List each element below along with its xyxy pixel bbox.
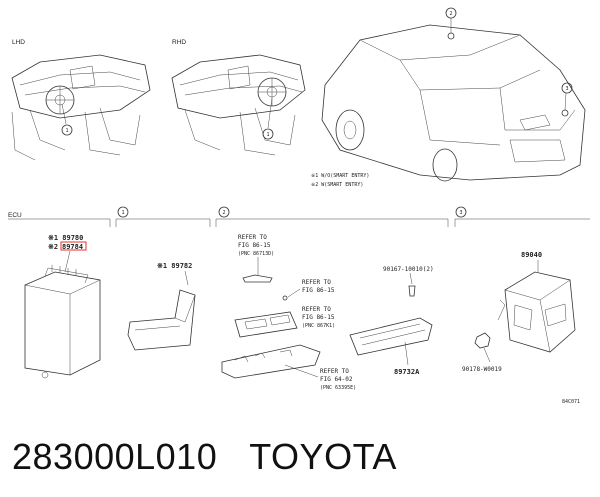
section-2-parts: REFER TO FIG 86-15 (PNC 86713D) REFER TO…: [221, 234, 434, 391]
bracket-drawing: [127, 289, 196, 351]
svg-text:REFER TO: REFER TO: [320, 368, 349, 375]
part-89784: 89784: [62, 243, 83, 251]
svg-text:(PNC 63395E): (PNC 63395E): [320, 385, 356, 391]
callout-1-rhd: 1: [267, 132, 270, 138]
callout-1-lhd: 1: [66, 128, 69, 134]
vehicle-rear-view: 2 3 ※1 W/O(SMART ENTRY) ※2 W(SMART ENTRY…: [311, 7, 586, 188]
svg-text:REFER TO: REFER TO: [238, 234, 267, 241]
callout-2: 2: [450, 11, 453, 17]
part-89732A: 89732A: [394, 368, 420, 376]
footer-brand: TOYOTA: [249, 436, 397, 477]
switch-drawing: [242, 274, 273, 283]
svg-text:FIG 64-02: FIG 64-02: [320, 376, 353, 383]
svg-text:FIG 86-15: FIG 86-15: [302, 314, 335, 321]
antenna-bar-drawing: [349, 317, 433, 356]
callout-3: 3: [566, 86, 569, 92]
legend-line-1: ※1 W/O(SMART ENTRY): [311, 173, 369, 179]
lock-actuator-drawing: [504, 271, 576, 353]
section-3-parts: 89040 90178-W0019: [462, 251, 576, 373]
footer-part-number: 283000L010: [12, 436, 218, 477]
section-3: 3: [460, 210, 463, 216]
svg-text:(PNC 867K1): (PNC 867K1): [302, 323, 335, 329]
part-89784-prefix: ※2: [48, 243, 58, 251]
svg-text:FIG 86-15: FIG 86-15: [238, 242, 271, 249]
nut-icon: [474, 332, 491, 349]
part-89780: ※1 89780: [48, 234, 83, 242]
svg-text:REFER TO: REFER TO: [302, 306, 331, 313]
part-90178: 90178-W0019: [462, 366, 502, 373]
rhd-label: RHD: [172, 39, 186, 46]
part-89040: 89040: [521, 251, 542, 259]
screw-icon: [282, 295, 288, 301]
svg-text:REFER TO: REFER TO: [302, 279, 331, 286]
footer-caption: 283000L010 TOYOTA: [12, 436, 397, 478]
part-89782: ※1 89782: [157, 262, 192, 270]
ecu-section: ※1 89780 ※2 89784: [24, 234, 101, 379]
lower-panel-drawing: [221, 344, 321, 379]
section-1-parts: ※1 89782: [127, 262, 196, 351]
section-ecu: ECU: [8, 212, 22, 219]
console-panel-drawing: [234, 311, 298, 338]
section-1: 1: [122, 210, 125, 216]
legend-line-2: ※2 W(SMART ENTRY): [311, 182, 363, 188]
diagram-code: 84C071: [562, 399, 580, 405]
part-89784-highlight: [60, 241, 87, 251]
svg-text:FIG 86-15: FIG 86-15: [302, 287, 335, 294]
lhd-dashboard-view: LHD 1: [11, 39, 151, 161]
bolt-icon: [408, 285, 416, 297]
section-2: 2: [223, 210, 226, 216]
part-90167: 90167-10010(2): [383, 266, 434, 273]
lhd-label: LHD: [12, 39, 25, 46]
rhd-dashboard-view: RHD 1: [171, 39, 306, 156]
svg-text:(PNC 86713D): (PNC 86713D): [238, 251, 274, 257]
section-headers: ECU 1 2 3: [8, 206, 590, 227]
ecu-module-drawing: [24, 271, 101, 376]
